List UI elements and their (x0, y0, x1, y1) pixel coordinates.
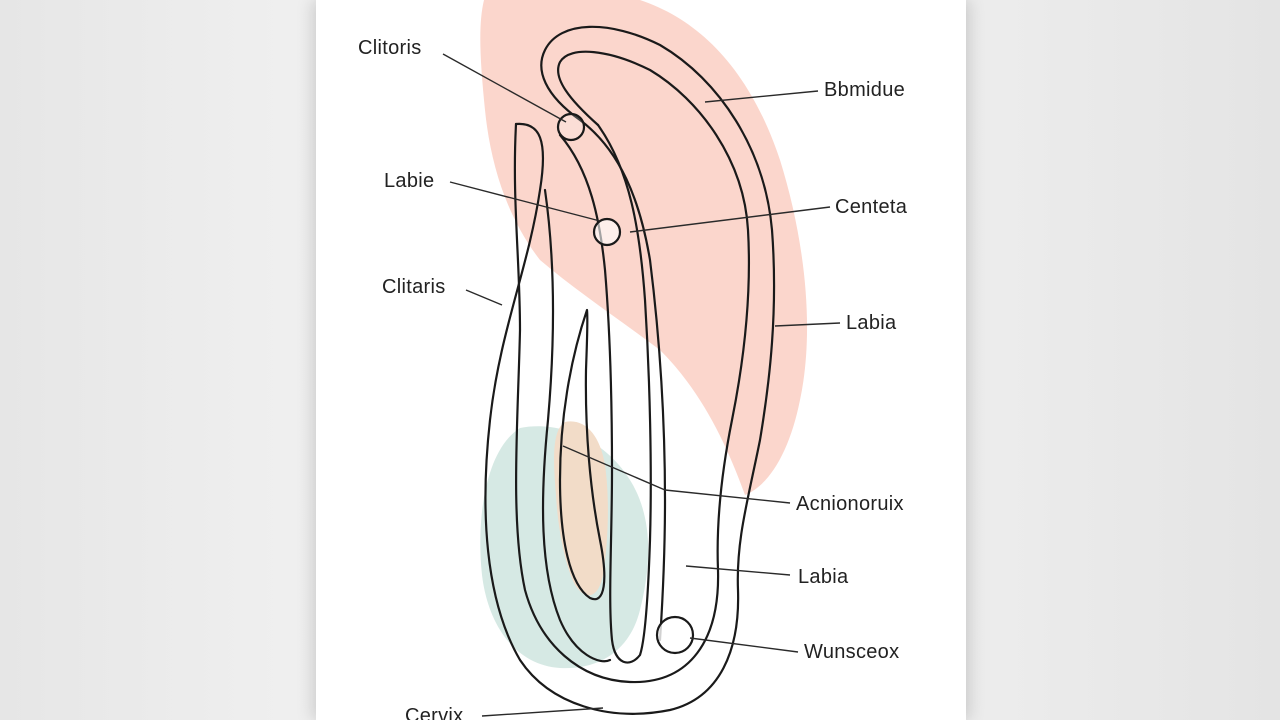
leader-bbmidue (704, 90, 819, 103)
leader-centeta (629, 206, 831, 233)
outer-contour (484, 25, 776, 715)
leader-wunsceox (689, 637, 799, 653)
leader-labia-lower (685, 565, 791, 576)
inner-channel (558, 123, 652, 664)
beige-region (554, 421, 608, 596)
leader-acnionoruix (664, 489, 791, 504)
leader-labie (449, 181, 601, 222)
label-clitoris-top: Clitoris (358, 37, 422, 59)
pink-region (480, 0, 808, 495)
label-centeta: Centeta (835, 196, 908, 218)
left-wall (541, 188, 612, 663)
label-labia-lower: Labia (798, 566, 849, 588)
leader-clitaris (465, 289, 503, 306)
leader-cervix (481, 707, 604, 717)
leader-labia-upper (774, 322, 841, 327)
label-cervix: Cervix (405, 705, 463, 720)
label-labie: Labie (384, 170, 434, 192)
inner-contour (513, 50, 750, 684)
opening-marker (655, 615, 695, 655)
label-clitaris: Clitaris (382, 276, 446, 298)
leader-clitoris-top (442, 53, 567, 123)
centeta-marker (592, 217, 622, 247)
label-labia-upper: Labia (846, 312, 897, 334)
label-bbmidue: Bbmidue (824, 79, 905, 101)
vaginal-canal (558, 308, 606, 601)
clitoris-marker (556, 112, 586, 142)
label-acnionoruix: Acnionoruix (796, 493, 904, 515)
leader-acnionoruix-2 (562, 445, 666, 491)
label-wunsceox: Wunsceox (804, 641, 899, 663)
